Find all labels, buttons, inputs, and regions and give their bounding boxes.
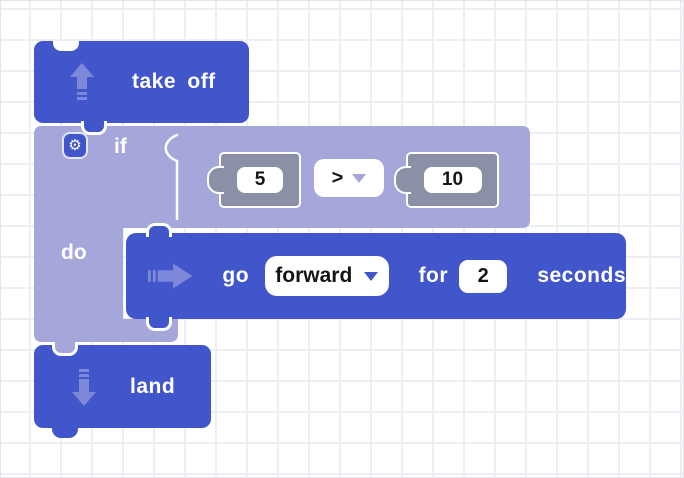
right-number-block[interactable]: 10 — [406, 152, 499, 208]
do-keyword-label: do — [61, 241, 87, 264]
land-bottom-tab — [52, 428, 78, 438]
duration-field[interactable]: 2 — [459, 259, 508, 293]
operator-label: > — [331, 166, 344, 189]
gear-icon: ⚙ — [68, 137, 82, 154]
direction-value: forward — [275, 264, 353, 287]
left-number-field[interactable]: 5 — [237, 167, 283, 193]
dropdown-caret-icon — [364, 271, 379, 281]
dropdown-caret-icon — [352, 173, 367, 183]
land-block[interactable]: land — [34, 342, 211, 438]
go-bottom-tab — [146, 317, 172, 331]
arrow-down-icon — [72, 368, 96, 406]
go-block[interactable]: go forward for 2 seconds — [126, 223, 627, 331]
right-number-field[interactable]: 10 — [423, 167, 482, 193]
go-verb-label: go — [222, 264, 250, 287]
value-socket-outline — [164, 133, 179, 221]
land-label: land — [130, 374, 176, 398]
takeoff-top-notch — [53, 41, 79, 51]
for-label: for — [418, 264, 449, 287]
takeoff-label: take off — [132, 70, 216, 93]
seconds-label: seconds — [537, 264, 627, 287]
arrow-up-icon — [70, 63, 94, 100]
left-number-block[interactable]: 5 — [219, 152, 301, 208]
land-top-notch — [52, 342, 78, 356]
if-keyword-label: if — [114, 135, 127, 158]
takeoff-block[interactable]: take off — [34, 41, 249, 135]
takeoff-bottom-tab — [81, 121, 107, 135]
direction-dropdown[interactable]: forward — [265, 256, 389, 296]
arrow-right-icon — [148, 263, 193, 289]
operator-dropdown[interactable]: > — [314, 159, 384, 197]
gear-button[interactable]: ⚙ — [62, 132, 88, 159]
go-top-tab — [146, 223, 172, 237]
